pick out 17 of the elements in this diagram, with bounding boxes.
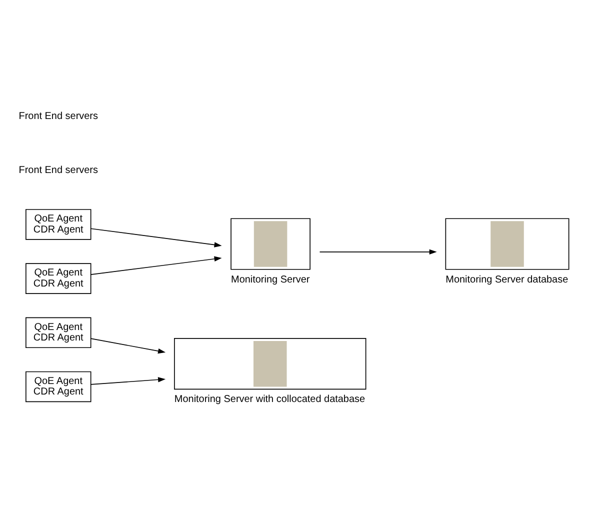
node-box: QoE Agent CDR Agent [26, 208, 92, 240]
label: Front End servers [18, 164, 98, 176]
arrow [90, 338, 166, 354]
arrow [319, 248, 437, 254]
node-box: QoE Agent CDR Agent [26, 370, 92, 402]
arrow [90, 228, 222, 247]
arrow [90, 376, 166, 384]
label: Front End servers [18, 110, 98, 122]
node-box [174, 338, 366, 390]
node-label: Monitoring Server [231, 274, 310, 285]
node-box: QoE Agent CDR Agent [26, 316, 92, 348]
node-label: Monitoring Server database [446, 274, 568, 285]
node-box [445, 218, 570, 270]
node-label: Monitoring Server with collocated database [174, 394, 366, 405]
arrow [90, 256, 222, 274]
node-box [230, 218, 310, 270]
node-box: QoE Agent CDR Agent [26, 262, 92, 294]
